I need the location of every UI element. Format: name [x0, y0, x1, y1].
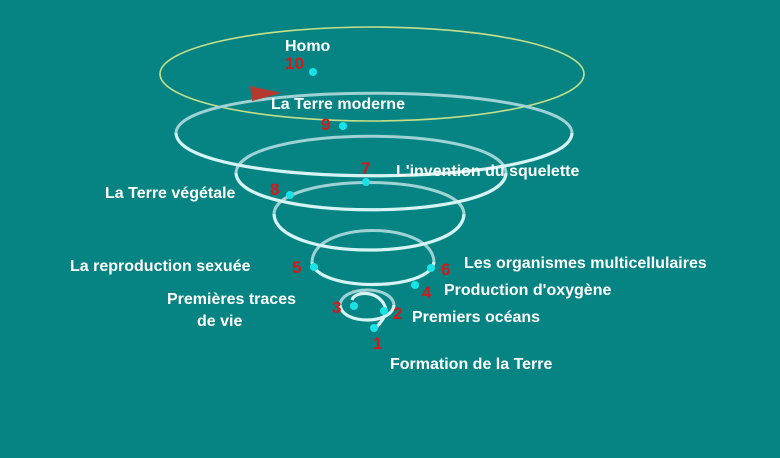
stage-label-8: La Terre végétale [105, 185, 236, 202]
stage-number-3: 3 [332, 298, 342, 317]
dot-10 [309, 68, 317, 76]
dot-9 [339, 122, 347, 130]
stage-label-7: L'invention du squelette [396, 163, 580, 180]
stage-label-10: Homo [285, 38, 331, 55]
stage-number-4: 4 [422, 283, 432, 302]
stage-number-1: 1 [373, 334, 383, 353]
stage-number-9: 9 [321, 115, 331, 134]
stage-label-5: La reproduction sexuée [70, 258, 251, 275]
stage-dots [286, 68, 435, 332]
dot-8 [286, 191, 294, 199]
dot-2 [380, 307, 388, 315]
stage-number-8: 8 [270, 180, 280, 199]
stage-label-3-line-2: de vie [197, 313, 243, 330]
outer-orbit [159, 26, 585, 122]
stage-label-1: Formation de la Terre [390, 356, 553, 373]
stage-number-10: 10 [285, 54, 304, 73]
stage-label-9: La Terre moderne [271, 96, 405, 113]
stage-number-6: 6 [441, 260, 451, 279]
dot-6 [427, 264, 435, 272]
dot-5 [310, 263, 318, 271]
stage-label-4: Production d'oxygène [444, 282, 612, 299]
direction-arrow [250, 86, 282, 101]
dot-4 [411, 281, 419, 289]
stage-label-3-line-1: Premières traces [167, 291, 296, 308]
dot-3 [350, 302, 358, 310]
stage-number-7: 7 [361, 159, 371, 178]
stage-label-6: Les organismes multicellulaires [464, 255, 707, 272]
dot-1 [370, 324, 378, 332]
stage-number-5: 5 [292, 258, 302, 277]
stage-label-2: Premiers océans [412, 309, 541, 326]
stage-number-2: 2 [393, 304, 403, 323]
dot-7 [362, 178, 370, 186]
spiral-front [174, 132, 574, 332]
